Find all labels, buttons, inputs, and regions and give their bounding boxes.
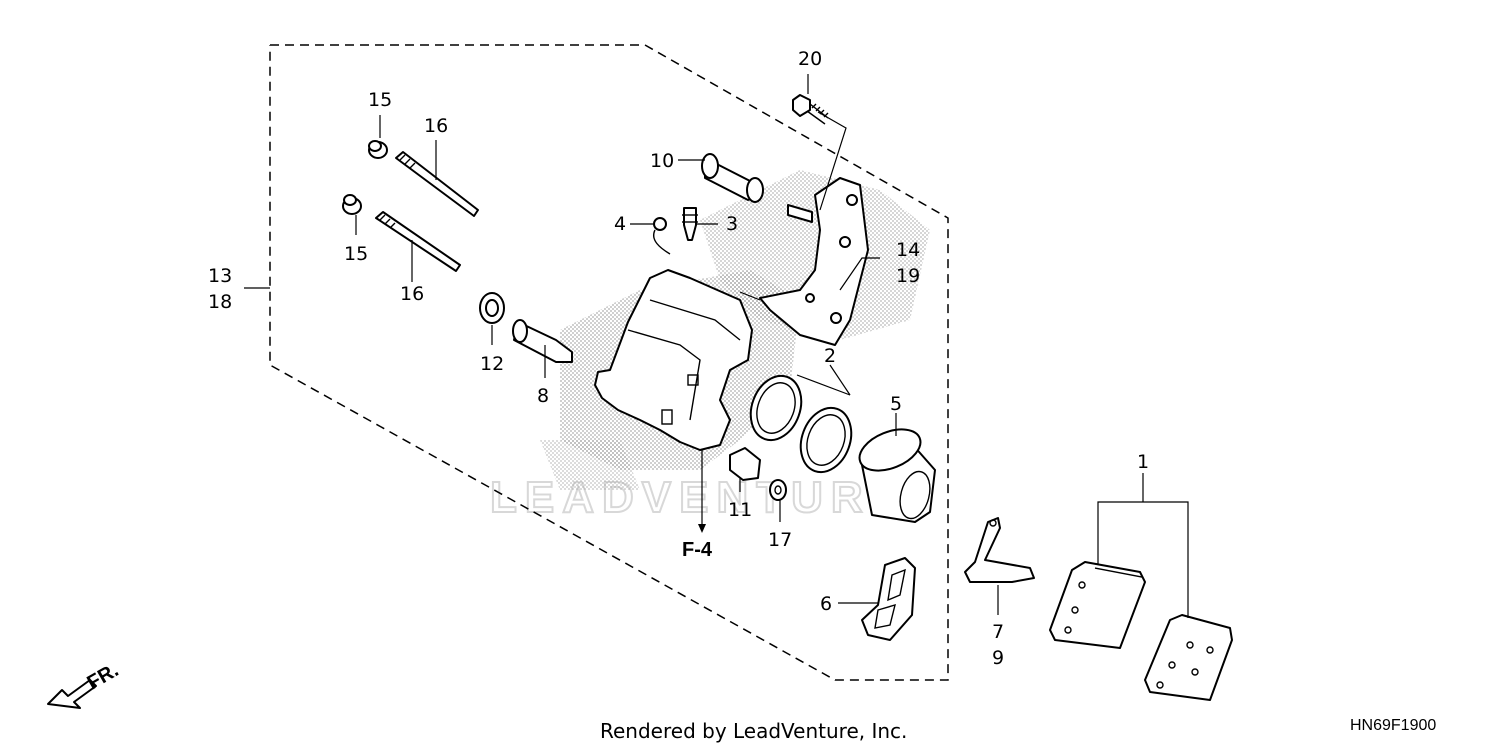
callout-19: 19 <box>896 265 920 287</box>
nut-icon <box>729 447 761 481</box>
footer-credit: Rendered by LeadVenture, Inc. <box>600 719 907 743</box>
callout-7: 7 <box>992 621 1004 643</box>
leader-lines <box>244 74 1189 618</box>
piston-seal-icon <box>799 406 853 474</box>
watermark: LEADVENTURE <box>490 473 908 522</box>
callout-6: 6 <box>820 593 832 615</box>
caliper-body-icon <box>594 269 753 451</box>
callout-13: 13 <box>208 265 232 287</box>
seal-icon <box>479 292 505 324</box>
callout-labels: 20 15 16 10 4 3 14 19 15 16 13 18 12 8 2… <box>208 48 1149 669</box>
pin-bolt-icon <box>395 151 479 217</box>
callout-18: 18 <box>208 291 232 313</box>
callout-3: 3 <box>726 213 738 235</box>
bleeder-valve-icon <box>682 207 698 241</box>
pin-boot-icon <box>368 140 388 159</box>
callout-12: 12 <box>480 353 504 375</box>
callout-8: 8 <box>537 385 549 407</box>
callout-17: 17 <box>768 529 792 551</box>
bolt-icon <box>792 94 829 125</box>
callout-16: 16 <box>424 115 448 137</box>
caliper-bracket-icon <box>759 177 869 346</box>
pin-boot-icon <box>342 194 362 215</box>
brake-pad-icon <box>1049 561 1146 649</box>
callout-11: 11 <box>728 499 752 521</box>
callout-20: 20 <box>798 48 822 70</box>
assembly-boundary <box>269 44 949 681</box>
callout-1: 1 <box>1137 451 1149 473</box>
callout-2: 2 <box>824 345 836 367</box>
callout-4: 4 <box>614 213 626 235</box>
callout-5: 5 <box>890 393 902 415</box>
brake-pad-icon <box>1144 614 1233 701</box>
callout-15: 15 <box>368 89 392 111</box>
callout-16: 16 <box>400 283 424 305</box>
pad-shim-icon <box>964 517 1035 583</box>
pin-bolt-icon <box>375 211 461 272</box>
callout-10: 10 <box>650 150 674 172</box>
callout-15: 15 <box>344 243 368 265</box>
washer-icon <box>769 479 787 501</box>
callout-9: 9 <box>992 647 1004 669</box>
pad-retainer-icon <box>861 557 916 641</box>
reference-label: F-4 <box>682 539 713 561</box>
piston-seal-icon <box>749 374 803 442</box>
caliper-pin-icon <box>512 319 573 363</box>
sleeve-icon <box>701 153 764 203</box>
bleeder-cap-icon <box>653 217 671 255</box>
front-direction-arrow-icon <box>47 679 97 709</box>
callout-14: 14 <box>896 239 920 261</box>
diagram-code: HN69F1900 <box>1350 717 1436 734</box>
piston-icon <box>858 428 936 523</box>
